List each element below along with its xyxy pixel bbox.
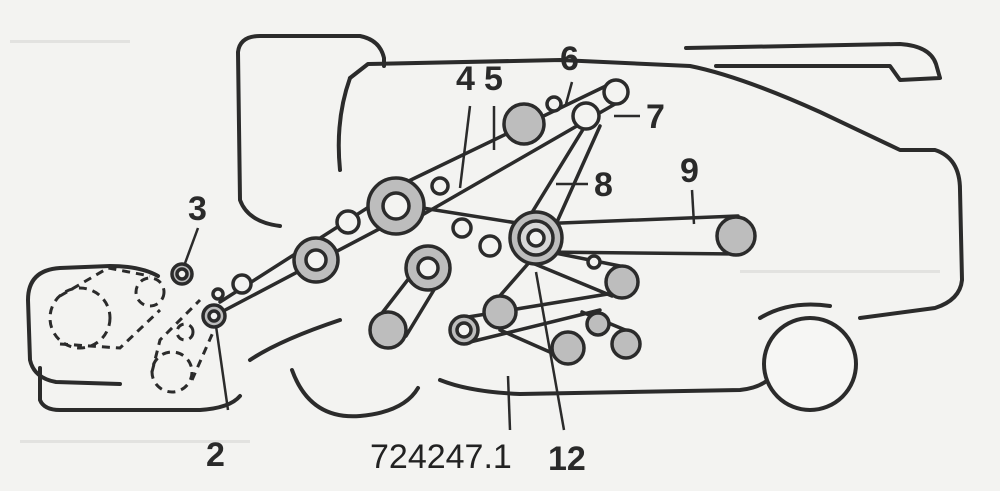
pulley-lower-b-inner bbox=[455, 321, 473, 339]
callout-labels: 2 3 4 5 6 7 8 9 12 bbox=[188, 40, 699, 478]
leader-6 bbox=[564, 81, 574, 105]
cab-outline bbox=[236, 34, 386, 228]
callout-6: 6 bbox=[560, 40, 579, 78]
pulley-right-mid bbox=[604, 264, 640, 300]
pulley-idler-d bbox=[478, 234, 502, 258]
leader-4 bbox=[458, 105, 472, 189]
pulley-top-large bbox=[502, 102, 546, 146]
document-number: 724247.1 bbox=[370, 438, 512, 476]
callout-7: 7 bbox=[646, 98, 665, 136]
background-ghost-marks bbox=[10, 40, 940, 443]
pulley-left-inner bbox=[304, 248, 328, 272]
header-outline bbox=[26, 264, 242, 412]
pulley-small-left bbox=[231, 273, 253, 295]
callout-5: 5 bbox=[484, 60, 503, 98]
rear-wheel bbox=[762, 316, 858, 412]
hood-front-slope bbox=[336, 76, 352, 172]
pulley-top-right bbox=[602, 78, 630, 106]
header-drive-dashed bbox=[48, 266, 216, 394]
pulley-idler-c bbox=[451, 217, 473, 239]
header-pulley-small bbox=[134, 276, 166, 308]
pulley-2-inner bbox=[207, 309, 221, 323]
rear-wheel-arch bbox=[758, 302, 832, 320]
pulley-lower-a bbox=[482, 294, 518, 330]
callout-12: 12 bbox=[548, 440, 586, 478]
pulley-3-inner bbox=[175, 267, 189, 281]
pulley-idler-b bbox=[335, 209, 361, 235]
leader-12 bbox=[534, 271, 566, 431]
bottom-arc-mid bbox=[290, 368, 420, 419]
main-hood-outline bbox=[348, 58, 964, 320]
header-belt-b bbox=[150, 298, 216, 381]
pulley-7 bbox=[571, 101, 601, 131]
header-pulley-large bbox=[48, 286, 112, 350]
leader-9 bbox=[690, 189, 696, 225]
callout-3: 3 bbox=[188, 190, 207, 228]
pulley-mid-inner bbox=[416, 256, 440, 280]
leader-lines bbox=[182, 81, 696, 431]
pulley-small-header bbox=[211, 287, 225, 301]
leader-3 bbox=[182, 227, 200, 267]
leader-docnum bbox=[506, 375, 512, 431]
machine-body bbox=[26, 34, 964, 419]
callout-2: 2 bbox=[206, 436, 225, 474]
pulley-9 bbox=[715, 215, 757, 257]
pulley-top-small bbox=[545, 95, 563, 113]
pulley-main-inner bbox=[381, 191, 411, 221]
pulley-lower-d bbox=[585, 311, 611, 337]
top-rail bbox=[684, 42, 942, 82]
front-arc-left bbox=[248, 318, 342, 362]
pulley-idler-e bbox=[586, 254, 602, 270]
callout-9: 9 bbox=[680, 152, 699, 190]
pulleys bbox=[170, 78, 757, 366]
pulley-lower-e bbox=[610, 328, 642, 360]
pulley-center-inner bbox=[526, 228, 546, 248]
callout-8: 8 bbox=[594, 166, 613, 204]
bottom-panel-right bbox=[438, 376, 772, 396]
header-pulley-lower bbox=[150, 350, 194, 394]
header-pulley-idler bbox=[175, 322, 195, 342]
leader-2 bbox=[214, 325, 230, 411]
pulley-idler-a bbox=[430, 176, 450, 196]
pulley-lower-c bbox=[550, 330, 586, 366]
header-belt-a bbox=[59, 266, 162, 350]
callout-4: 4 bbox=[456, 60, 475, 98]
pulley-lower-left bbox=[368, 310, 408, 350]
